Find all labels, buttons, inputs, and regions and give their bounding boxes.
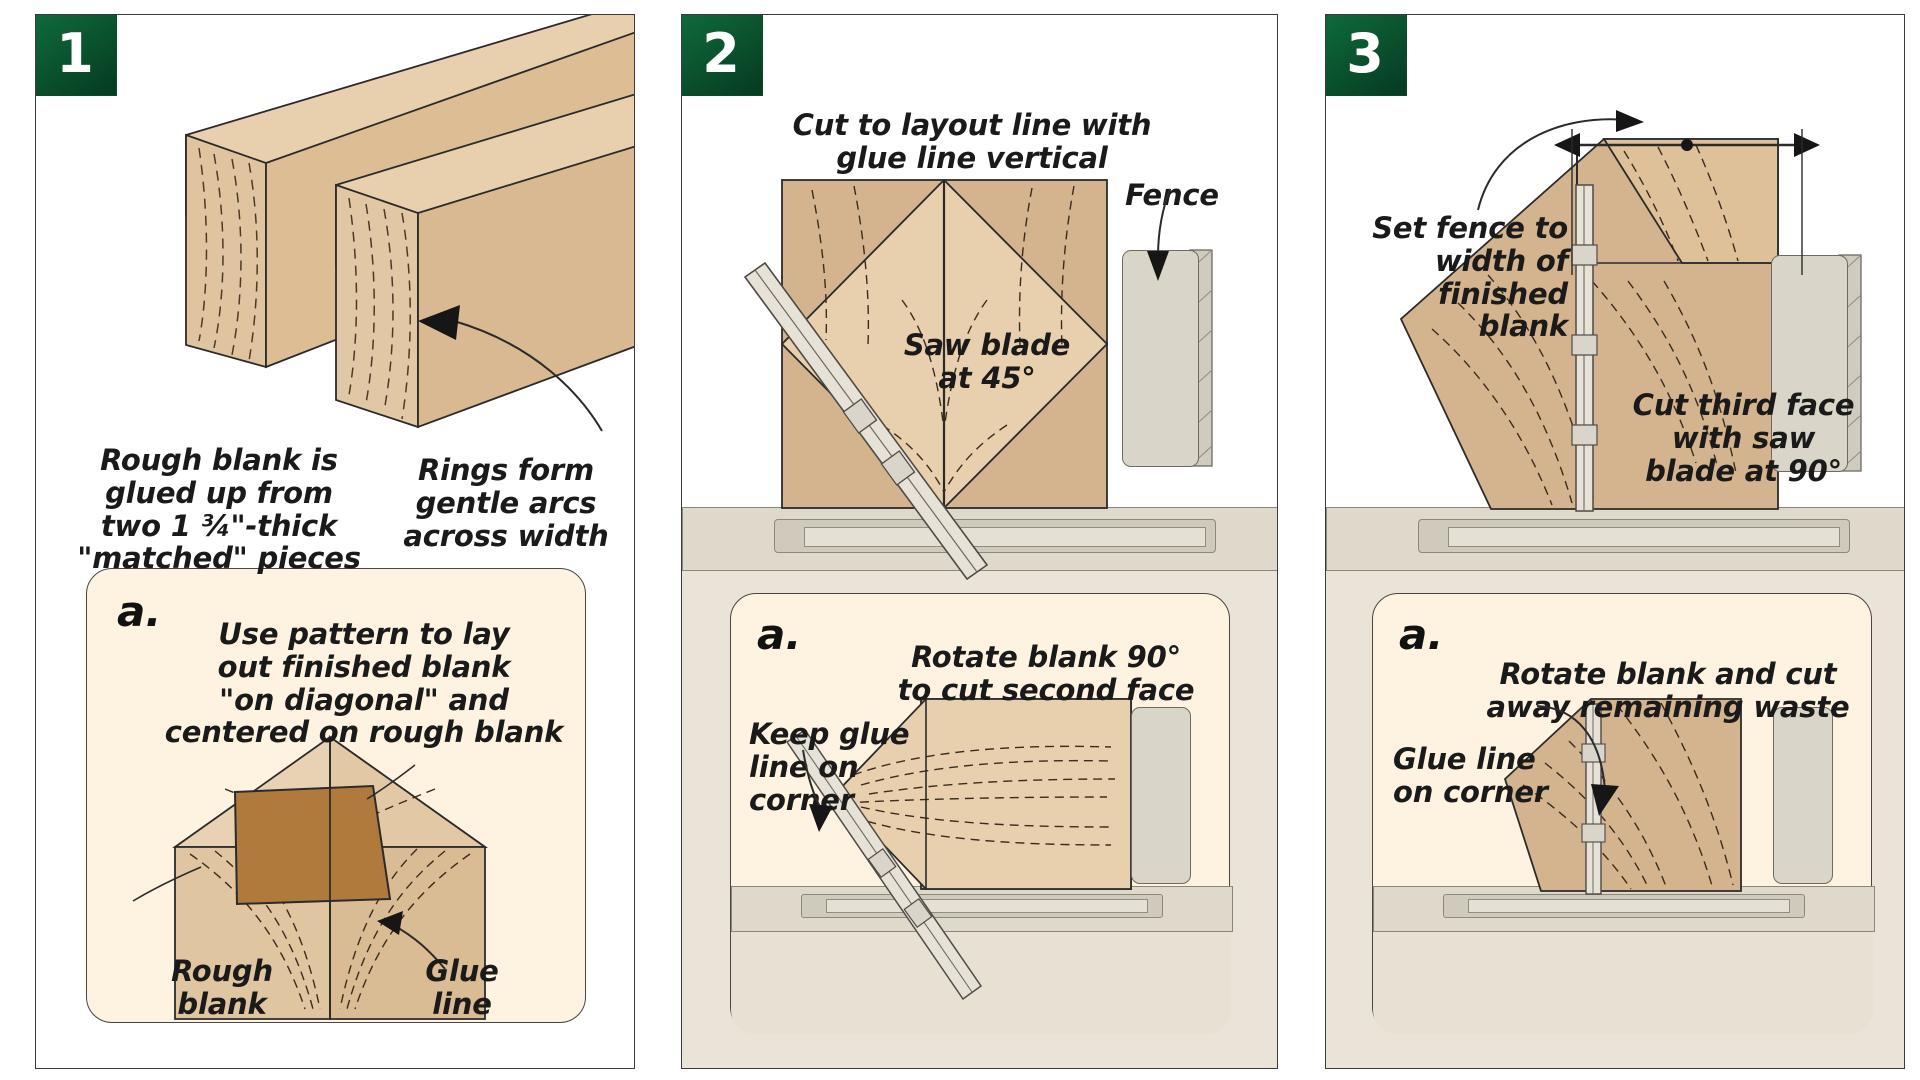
caption-cut-to-layout-line: Cut to layout line with glue line vertic… <box>792 108 1152 175</box>
table-saw-fence-2 <box>1122 250 1199 467</box>
caption-subpanel-1a: Use pattern to lay out finished blank "o… <box>164 617 564 750</box>
glue-line-arrow-icon <box>1536 705 1619 816</box>
subpanel-letter-1a: a. <box>117 587 162 636</box>
step-number-badge-3: 3 <box>1326 15 1406 95</box>
fence-arrow-icon <box>1147 188 1171 281</box>
step-number-badge-1: 1 <box>36 15 116 95</box>
label-glue-line-on-corner: Glue line on corner <box>1393 742 1548 809</box>
caption-cut-third-face: Cut third face with saw blade at 90° <box>1632 388 1855 488</box>
inner-miter-slot-inner-3a <box>1468 899 1790 913</box>
inner-fence-2a <box>1131 707 1191 884</box>
subpanel-letter-3a: a. <box>1399 610 1444 659</box>
saw-blade-45deg <box>743 261 989 581</box>
width-dimension-arrows <box>1554 129 1820 275</box>
caption-subpanel-2a: Rotate blank 90° to cut second face <box>897 640 1195 707</box>
caption-subpanel-3a: Rotate blank and cut away remaining wast… <box>1486 657 1850 724</box>
rough-blank-illustration <box>185 15 634 432</box>
label-rough-blank: Rough blank <box>171 954 273 1021</box>
subpanel-1a: a. Use pattern to lay out finished blank… <box>86 568 586 1023</box>
keep-glue-line-arrow-icon <box>802 749 833 832</box>
subpanel-3a: a. Rotate blank and cut away remaining w… <box>1372 593 1875 1034</box>
caption-fence: Fence <box>1125 178 1219 212</box>
subpanel-letter-2a: a. <box>757 610 802 659</box>
label-glue-line: Glue line <box>425 954 499 1021</box>
blank-pattern-illustration <box>132 735 488 1020</box>
inner-fence-3a <box>1773 707 1833 884</box>
caption-saw-blade-45: Saw blade at 45° <box>903 328 1071 395</box>
subpanel-2a: a. Rotate blank 90° to cut second face K… <box>730 593 1233 1034</box>
label-keep-glue-line-on-corner: Keep glue line on corner <box>749 717 910 817</box>
set-fence-leader-icon <box>1477 110 1644 211</box>
panel-step-2: 2 Cut to layout line with glue line vert… <box>681 14 1278 1069</box>
caption-set-fence-to-width: Set fence to width of finished blank <box>1372 211 1568 344</box>
inner-saw-blade-2a <box>785 728 983 1001</box>
panel-step-3: 3 Set fence to width of finished blank <box>1325 14 1905 1069</box>
saw-blade-90deg <box>1571 184 1598 512</box>
table-saw-fence-3 <box>1771 255 1848 472</box>
caption-rough-blank-note: Rough blank is glued up from two 1 ¾"-th… <box>77 443 361 576</box>
step-number-badge-2: 2 <box>682 15 762 95</box>
panel-step-1: 1 <box>35 14 635 1069</box>
workpiece-step2a <box>833 698 1132 890</box>
workpiece-step3a <box>1503 698 1742 892</box>
caption-rings-note: Rings form gentle arcs across width <box>403 453 609 553</box>
miter-slot-inner-2 <box>804 527 1206 547</box>
miter-slot-inner-3 <box>1448 527 1840 547</box>
